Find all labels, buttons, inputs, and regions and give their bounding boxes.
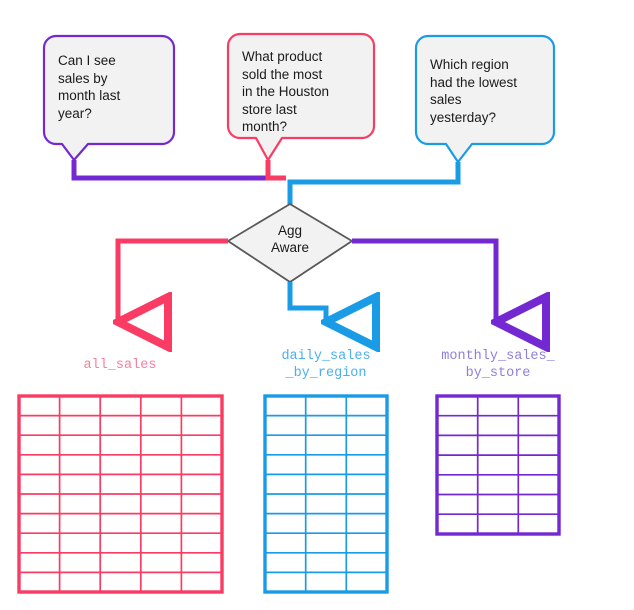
table-label-all-sales: all_sales: [83, 358, 157, 373]
connector-purple-bus: [71, 160, 268, 181]
table-label-daily-sales-by-region: daily_sales _by_region: [281, 349, 371, 381]
table-label-monthly-sales-by-store: monthly_sales_ by_store: [441, 349, 555, 381]
connector-pink-bus: [265, 160, 286, 181]
agg-aware-label: Agg Aware: [270, 223, 310, 255]
connector-blue-to-daily-sales: [287, 282, 326, 322]
speech-bubble-houston-product[interactable]: [226, 32, 376, 162]
question-text-month-sales: Can I see sales by month last year?: [58, 53, 121, 121]
question-text-lowest-region: Which region had the lowest sales yester…: [430, 57, 518, 125]
connector-blue-bus: [287, 162, 461, 210]
connector-pink-to-all-sales: [118, 238, 228, 322]
table-monthly-sales-by-store[interactable]: [435, 394, 561, 536]
question-text-houston-product: What product sold the most in the Housto…: [242, 49, 330, 134]
connector-purple-to-monthly-sales: [352, 238, 496, 322]
table-all-sales[interactable]: [17, 394, 224, 594]
speech-bubble-month-sales[interactable]: [42, 34, 176, 162]
speech-bubble-lowest-region[interactable]: [414, 34, 556, 164]
table-daily-sales-by-region[interactable]: [263, 394, 389, 594]
